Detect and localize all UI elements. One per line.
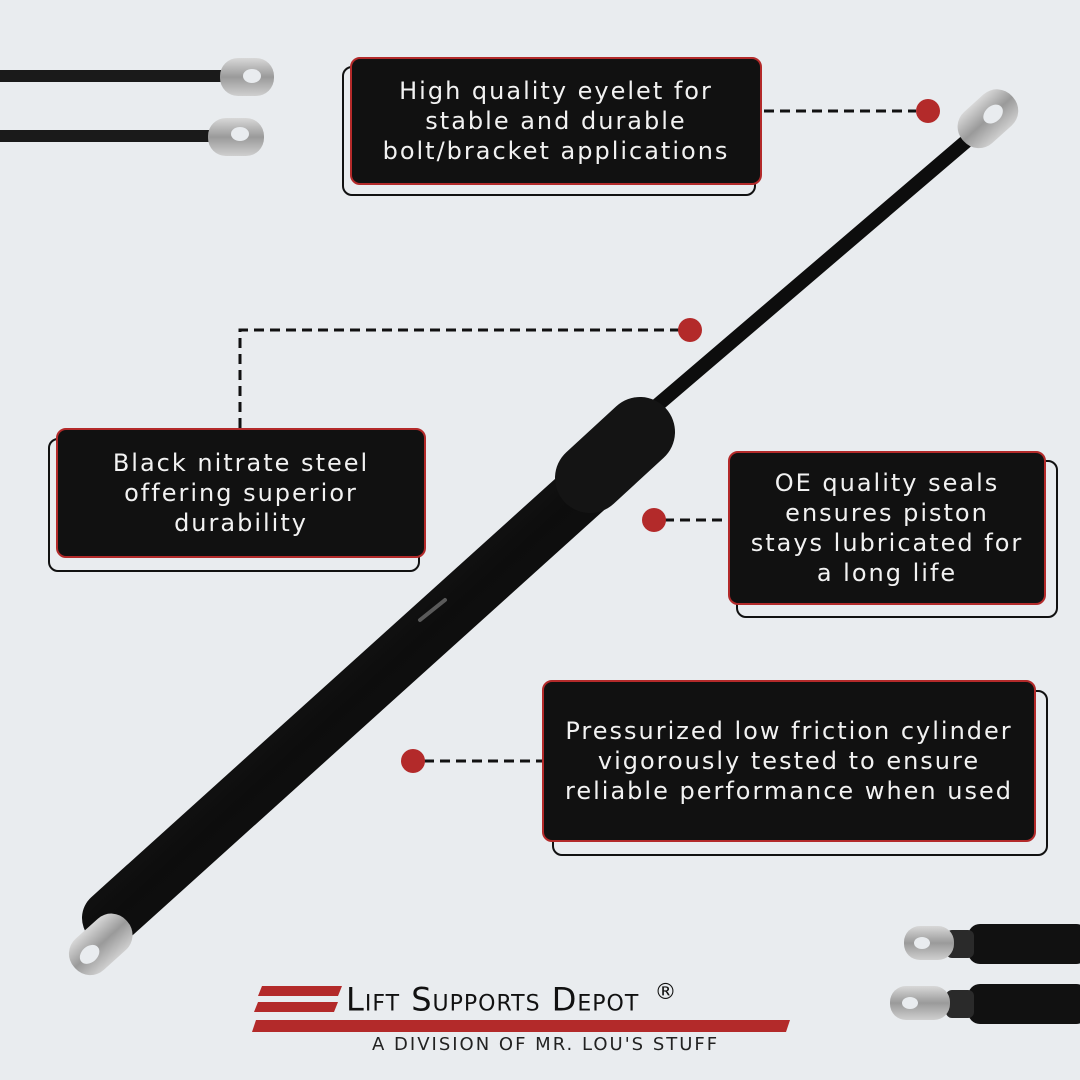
callout-steel-text: Black nitrate steel offering superior du… [112, 449, 370, 537]
brand-logo-registered: ® [654, 980, 678, 1005]
connector-eyelet [764, 99, 940, 123]
connector-steel [238, 318, 702, 428]
connector-cylinder [401, 749, 542, 773]
callout-cylinder-text: Pressurized low friction cylinder vigoro… [565, 717, 1013, 805]
main-gas-strut [68, 89, 1019, 976]
callout-seals-text: OE quality seals ensures piston stays lu… [750, 469, 1024, 587]
callout-seals: OE quality seals ensures piston stays lu… [728, 451, 1046, 605]
callout-cylinder: Pressurized low friction cylinder vigoro… [542, 680, 1036, 842]
callout-eyelet-text: High quality eyelet for stable and durab… [382, 77, 730, 165]
brand-logo-title: Lift Supports Depot ® [346, 980, 677, 1019]
brand-logo-name: Lift Supports Depot [346, 980, 640, 1019]
callout-steel: Black nitrate steel offering superior du… [56, 428, 426, 558]
brand-logo-subtitle: A DIVISION OF MR. LOU'S STUFF [372, 1034, 720, 1055]
connector-seals [642, 508, 728, 532]
callout-eyelet: High quality eyelet for stable and durab… [350, 57, 762, 185]
partial-strut-bottom-right [890, 924, 1080, 1024]
logo-stripes [252, 986, 790, 1032]
partial-strut-top-left [0, 58, 274, 156]
